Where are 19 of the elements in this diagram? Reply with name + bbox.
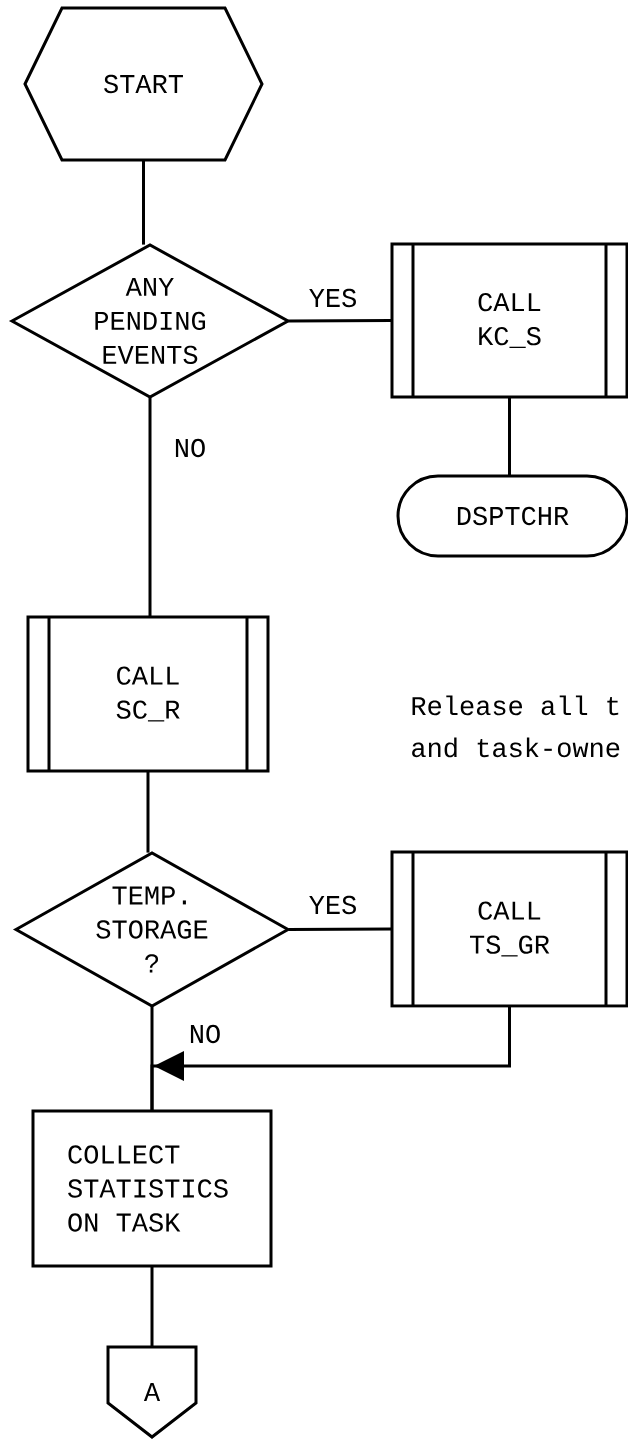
offpage-connector: A xyxy=(106,1345,198,1439)
connector-line xyxy=(142,160,145,245)
edge-label: NO xyxy=(186,1022,224,1046)
connector-line xyxy=(288,927,392,931)
connector-line xyxy=(146,771,150,853)
note-text: Release all t and task-owne xyxy=(412,695,620,758)
connector-line xyxy=(148,397,152,617)
start-hexagon: START xyxy=(23,6,264,162)
subroutine-box: CALL TS_GR xyxy=(390,850,628,1008)
connector-line xyxy=(288,319,392,323)
connector-line xyxy=(508,397,511,476)
edge-label: YES xyxy=(306,893,360,917)
edge-label: YES xyxy=(306,286,360,310)
connector-line xyxy=(150,1266,154,1347)
edge-label: NO xyxy=(171,436,209,460)
subroutine-box: CALL KC_S xyxy=(390,242,628,399)
subroutine-box: CALL SC_R xyxy=(26,615,270,773)
process-box: COLLECT STATISTICS ON TASK xyxy=(31,1109,273,1268)
arrow xyxy=(150,1006,511,1111)
